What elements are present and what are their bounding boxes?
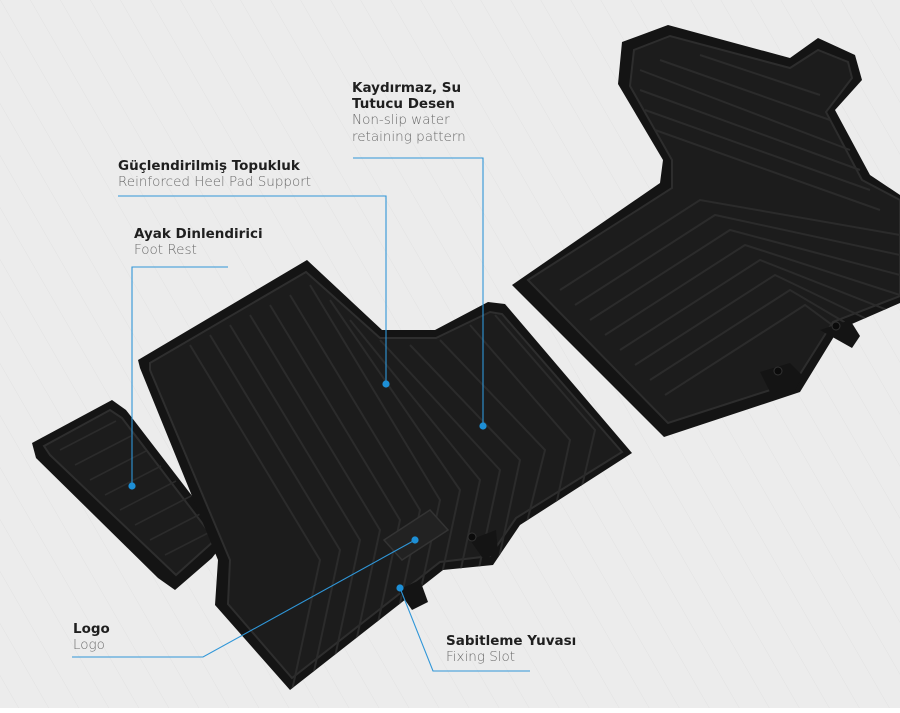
logo-plate	[382, 509, 450, 561]
callout-non-slip-tr-line1: Kaydırmaz, Su	[352, 80, 462, 96]
callout-foot-rest-en: Foot Rest	[134, 242, 197, 259]
leader-foot-rest	[131, 266, 228, 486]
callout-heel-pad: Güçlendirilmiş Topukluk Reinforced Heel …	[118, 158, 311, 190]
callout-dots	[128, 380, 487, 592]
dot-foot-rest	[128, 482, 136, 490]
callout-lines	[72, 157, 530, 672]
dot-heel-pad	[382, 380, 390, 388]
callout-non-slip: Kaydırmaz, Su Tutucu Desen Non-slip wate…	[352, 80, 466, 145]
callout-heel-pad-en: Reinforced Heel Pad Support	[118, 174, 312, 191]
callout-non-slip-en-line2: retaining pattern	[352, 128, 466, 145]
callout-logo-tr: Logo	[73, 621, 110, 637]
leader-logo	[72, 539, 416, 658]
callout-non-slip-tr-line2: Tutucu Desen	[352, 96, 455, 113]
callout-non-slip-en-line1: Non-slip water	[352, 112, 450, 129]
callout-fixing-slot: Sabitleme Yuvası Fixing Slot	[446, 633, 576, 665]
callout-fixing-slot-en: Fixing Slot	[446, 649, 516, 666]
rear-floor-mat	[512, 25, 900, 437]
callout-foot-rest-tr: Ayak Dinlendirici	[134, 226, 263, 242]
callout-logo-en: Logo	[73, 637, 105, 654]
callout-fixing-slot-tr: Sabitleme Yuvası	[446, 633, 577, 649]
callout-heel-pad-tr: Güçlendirilmiş Topukluk	[118, 158, 300, 174]
dot-non-slip	[479, 422, 487, 430]
callout-foot-rest: Ayak Dinlendirici Foot Rest	[134, 226, 263, 258]
front-floor-mat	[32, 260, 632, 690]
leader-fixing-slot	[399, 587, 530, 672]
dot-logo	[411, 536, 419, 544]
dot-fixing-slot	[396, 584, 404, 592]
leader-non-slip	[353, 157, 484, 426]
leader-heel-pad	[118, 195, 387, 384]
callout-logo: Logo Logo	[73, 621, 110, 653]
